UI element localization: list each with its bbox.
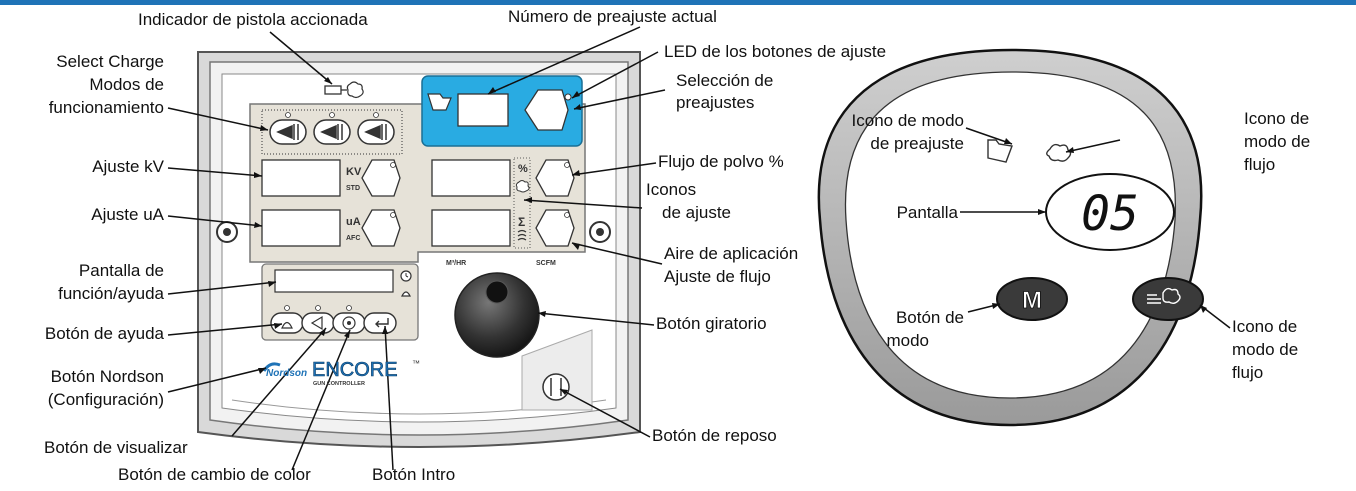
color-change-button-shape bbox=[332, 312, 366, 334]
bell-icon bbox=[401, 291, 411, 297]
nordson-logo-mark bbox=[262, 362, 281, 372]
label-mode-button-2: modo bbox=[886, 331, 929, 350]
label-nordson-button-1: Botón Nordson bbox=[50, 367, 164, 386]
air-flow-adjust-button bbox=[535, 209, 575, 247]
label-ua-setting: Ajuste uA bbox=[91, 205, 164, 224]
ua-display bbox=[261, 209, 341, 247]
panel-m3hr-text: M³/HR bbox=[446, 260, 466, 267]
function-help-display bbox=[274, 269, 394, 293]
label-view-button: Botón de visualizar bbox=[44, 438, 188, 457]
remote-preset-icon bbox=[987, 139, 1013, 163]
label-enter-button: Botón Intro bbox=[372, 465, 456, 484]
remote-display-value: 05 bbox=[1081, 186, 1139, 242]
powder-flow-display bbox=[431, 159, 511, 197]
panel-afc-text: AFC bbox=[346, 235, 360, 242]
function-panel bbox=[261, 263, 419, 341]
label-powder-flow: Flujo de polvo % bbox=[658, 152, 784, 171]
label-kv-setting: Ajuste kV bbox=[92, 157, 164, 176]
select-charge-group bbox=[261, 109, 403, 155]
label-air-1: Aire de aplicación bbox=[664, 244, 799, 263]
brand-encore-text: ENCORE bbox=[312, 359, 398, 381]
panel-percent-text: % bbox=[518, 163, 528, 175]
ua-adjust-button bbox=[361, 209, 401, 247]
label-current-preset: Número de preajuste actual bbox=[508, 7, 717, 26]
label-color-change-button: Botón de cambio de color bbox=[118, 465, 311, 484]
preset-number-display bbox=[457, 93, 509, 127]
label-flow-mode-top-3: flujo bbox=[1244, 155, 1276, 174]
remote-mode-button bbox=[996, 277, 1068, 321]
preset-folder-icon bbox=[427, 93, 452, 111]
label-select-charge-2: Modos de bbox=[89, 75, 164, 94]
label-rotary-knob: Botón giratorio bbox=[656, 314, 767, 333]
label-flow-mode-bot-3: flujo bbox=[1232, 363, 1264, 382]
left-screw bbox=[216, 221, 238, 243]
label-standby-button: Botón de reposo bbox=[652, 426, 777, 445]
remote-flow-icon bbox=[1046, 143, 1072, 162]
label-function-display-2: función/ayuda bbox=[58, 284, 164, 303]
preset-select-button bbox=[524, 89, 569, 131]
label-preset-mode-icon-2: de preajuste bbox=[870, 134, 964, 153]
nordson-logo-text: Nordson bbox=[266, 368, 307, 379]
label-gun-triggered: Indicador de pistola accionada bbox=[138, 10, 368, 29]
handheld-remote bbox=[817, 48, 1204, 427]
powder-cloud-icon bbox=[515, 180, 530, 193]
panel-ua-text: uA bbox=[346, 216, 361, 228]
panel-scfm-text: SCFM bbox=[536, 260, 556, 267]
enter-button-shape bbox=[363, 312, 397, 334]
label-display: Pantalla bbox=[896, 203, 958, 222]
label-select-charge-3: funcionamiento bbox=[48, 98, 164, 117]
leader-arrowheads bbox=[254, 77, 1207, 395]
label-preset-mode-icon-1: Icono de modo bbox=[851, 111, 964, 130]
label-adjust-icons-2: de ajuste bbox=[662, 203, 731, 222]
panel-kv-text: KV bbox=[346, 166, 362, 178]
view-button-shape bbox=[301, 312, 335, 334]
label-preset-selection-1: Selección de bbox=[676, 71, 774, 90]
label-flow-mode-top-1: Icono de bbox=[1244, 109, 1310, 128]
kv-display bbox=[261, 159, 341, 197]
air-flow-display bbox=[431, 209, 511, 247]
gun-triggered-icon bbox=[324, 81, 364, 99]
label-function-display-1: Pantalla de bbox=[78, 261, 164, 280]
remote-mode-letter: M bbox=[1022, 287, 1042, 314]
panel-std-text: STD bbox=[346, 185, 360, 192]
panel-sigma-text: Σ bbox=[518, 215, 525, 229]
brand-tm-text: ™ bbox=[412, 359, 420, 368]
leader-lines bbox=[167, 26, 1231, 471]
label-select-charge-1: Select Charge bbox=[56, 52, 164, 71]
powder-flow-adjust-button bbox=[535, 159, 575, 197]
charge-mode-button-3 bbox=[357, 119, 395, 145]
air-wave-icon bbox=[517, 229, 527, 241]
right-screw bbox=[589, 221, 611, 243]
label-adjust-led: LED de los botones de ajuste bbox=[664, 42, 887, 61]
charge-mode-button-1 bbox=[269, 119, 307, 145]
label-air-2: Ajuste de flujo bbox=[664, 267, 771, 286]
label-nordson-button-2: (Configuración) bbox=[47, 390, 164, 409]
charge-mode-button-2 bbox=[313, 119, 351, 145]
label-mode-button-1: Botón de bbox=[895, 308, 964, 327]
preset-panel bbox=[421, 75, 583, 147]
label-help-button: Botón de ayuda bbox=[44, 324, 164, 343]
label-flow-mode-bot-1: Icono de bbox=[1232, 317, 1298, 336]
remote-flow-button bbox=[1132, 277, 1204, 321]
label-adjust-icons-1: Iconos bbox=[646, 180, 697, 199]
brand-sub-text: GUN CONTROLLER bbox=[313, 381, 365, 387]
kv-adjust-button bbox=[361, 159, 401, 197]
standby-button-shape bbox=[521, 329, 593, 411]
label-flow-mode-top-2: modo de bbox=[1244, 132, 1311, 151]
help-button-shape bbox=[270, 312, 304, 334]
rotary-knob bbox=[454, 272, 540, 358]
label-flow-mode-bot-2: modo de bbox=[1232, 340, 1299, 359]
label-preset-selection-2: preajustes bbox=[676, 93, 755, 112]
top-accent-bar bbox=[0, 0, 1356, 5]
